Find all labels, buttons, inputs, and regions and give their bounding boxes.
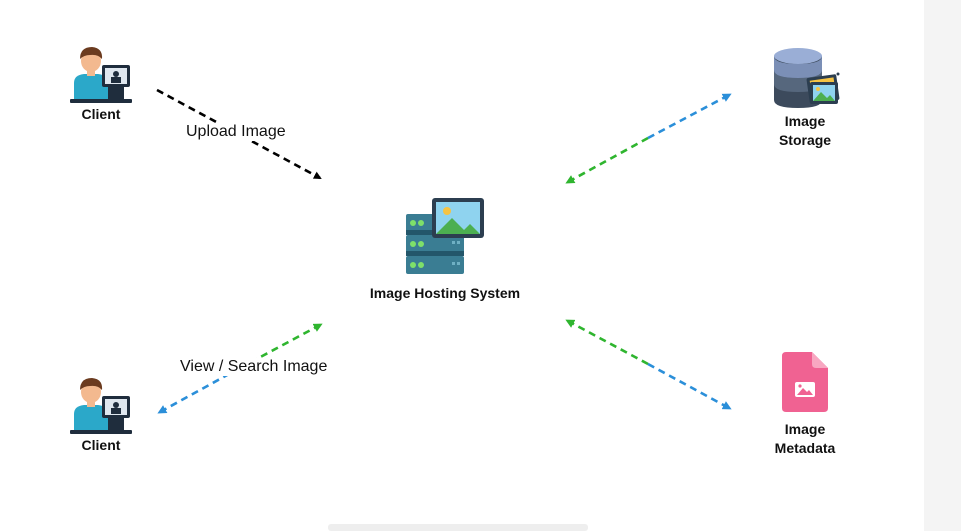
side-panel bbox=[924, 0, 961, 531]
storage-edge-blue bbox=[647, 93, 732, 140]
system-node: Image Hosting System bbox=[340, 196, 550, 303]
metadata-edge-green bbox=[565, 319, 649, 366]
client-bottom-label: Client bbox=[81, 437, 121, 453]
metadata-label: Image Metadata bbox=[774, 421, 836, 456]
client-top-label: Client bbox=[81, 106, 121, 122]
upload-edge-label: Upload Image bbox=[183, 123, 289, 141]
image-file-icon bbox=[782, 352, 828, 412]
view-edge-label: View / Search Image bbox=[177, 358, 331, 376]
storage-edge-green bbox=[565, 136, 649, 184]
client-computer-icon bbox=[70, 47, 132, 103]
client-top-node: Client bbox=[60, 43, 142, 124]
upload-edge bbox=[156, 88, 322, 180]
metadata-edge-blue bbox=[647, 362, 732, 410]
database-image-icon bbox=[774, 48, 840, 108]
horizontal-scrollbar[interactable] bbox=[328, 524, 588, 531]
storage-node: Image Storage bbox=[762, 44, 848, 150]
storage-label: Image Storage bbox=[778, 113, 832, 148]
client-bottom-node: Client bbox=[60, 374, 142, 455]
server-image-icon bbox=[406, 198, 484, 274]
client-computer-icon bbox=[70, 378, 132, 434]
metadata-node: Image Metadata bbox=[762, 350, 848, 458]
system-label: Image Hosting System bbox=[369, 285, 521, 301]
